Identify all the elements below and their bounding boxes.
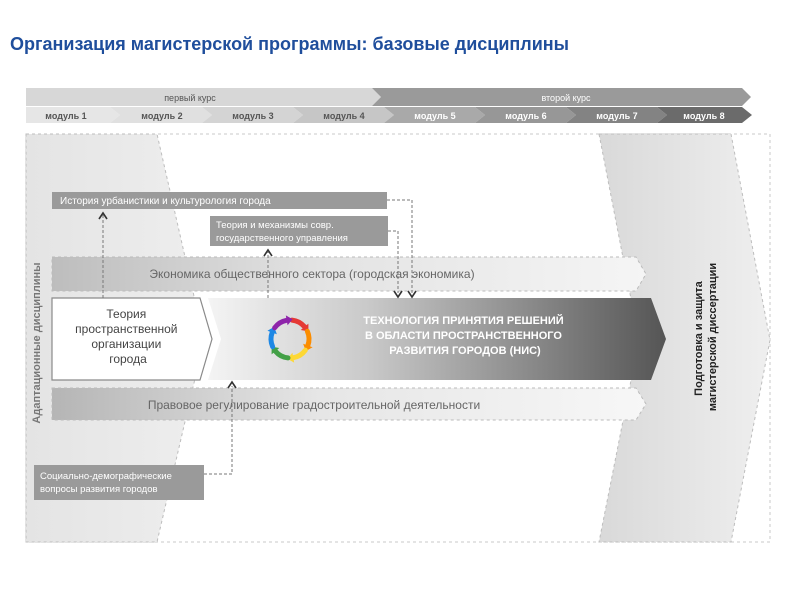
social-box: [34, 465, 204, 500]
cycle-arc: [272, 317, 290, 331]
timeline: первый курс второй курс модуль 1 модуль …: [26, 88, 752, 123]
adaptation-label: Адаптационные дисциплины: [31, 262, 43, 423]
arrowhead-governance-down: [393, 290, 403, 299]
thesis-panel: [598, 133, 771, 543]
module-label-1: модуль 1: [45, 111, 86, 121]
governance-label: Теория и механизмы совр. государственног…: [216, 220, 348, 244]
arrowhead-governance-up: [263, 248, 273, 257]
theory-label-line-4: города: [109, 352, 147, 366]
social-label-line-2: вопросы развития городов: [40, 484, 158, 495]
cycle-arc: [289, 317, 308, 330]
thesis-label-line-2: магистерской диссертации: [707, 263, 719, 411]
connector-history-to-nis: [387, 199, 413, 293]
module-chevron-7: [566, 107, 667, 123]
module-label-2: модуль 2: [141, 111, 182, 121]
module-chevron-1: [26, 107, 120, 123]
connector-governance-to-nis: [388, 230, 399, 293]
legal-label: Правовое регулирование градостроительной…: [148, 398, 480, 412]
theory-label-line-3: организации: [91, 337, 161, 351]
module-chevron-8: [657, 107, 752, 123]
cycle-arrowhead: [287, 352, 295, 363]
module-label-7: модуль 7: [596, 111, 637, 121]
governance-label-line-2: государственного управления: [216, 233, 348, 244]
economics-band: [51, 256, 647, 292]
governance-label-line-1: Теория и механизмы совр.: [216, 220, 334, 231]
module-row: модуль 1 модуль 2 модуль 3 модуль 4 моду…: [26, 107, 752, 123]
module-label-4: модуль 4: [323, 111, 364, 121]
year1-bar: [26, 88, 381, 106]
theory-label-line-2: пространственной: [75, 322, 177, 336]
thesis-label: Подготовка и защита магистерской диссерт…: [693, 263, 719, 411]
module-label-6: модуль 6: [505, 111, 546, 121]
module-chevron-6: [475, 107, 576, 123]
legal-band: [51, 387, 647, 421]
governance-box: [210, 216, 388, 246]
theory-box: [51, 297, 213, 381]
year2-bar: [372, 88, 751, 106]
module-label-8: модуль 8: [683, 111, 724, 121]
nis-arrow: [208, 298, 666, 380]
module-chevron-5: [384, 107, 485, 123]
cycle-arrowhead: [285, 315, 293, 326]
social-label: Социально-демографические вопросы развит…: [40, 471, 175, 495]
theory-label: Теория пространственной организации горо…: [75, 307, 181, 366]
economics-label: Экономика общественного сектора (городск…: [149, 267, 474, 281]
cycle-arc: [290, 347, 308, 361]
module-chevron-3: [202, 107, 303, 123]
module-label-3: модуль 3: [232, 111, 273, 121]
history-box: [52, 192, 387, 209]
nis-label-line-1: ТЕХНОЛОГИЯ ПРИНЯТИЯ РЕШЕНИЙ: [363, 314, 564, 327]
page-title: Организация магистерской программы: базо…: [10, 34, 570, 54]
module-label-5: модуль 5: [414, 111, 455, 121]
cycle-icon: [267, 315, 313, 363]
history-label: История урбанистики и культурология горо…: [60, 195, 271, 207]
cycle-arc: [304, 328, 312, 348]
nis-label: ТЕХНОЛОГИЯ ПРИНЯТИЯ РЕШЕНИЙ В ОБЛАСТИ ПР…: [363, 314, 566, 357]
nis-label-line-3: РАЗВИТИЯ ГОРОДОВ (НИС): [389, 345, 541, 357]
module-chevron-2: [110, 107, 212, 123]
nis-label-line-2: В ОБЛАСТИ ПРОСТРАНСТВЕННОГО: [365, 330, 562, 342]
theory-label-line-1: Теория: [106, 307, 146, 321]
module-chevron-4: [293, 107, 394, 123]
year2-label: второй курс: [541, 93, 591, 103]
arrowhead-history-down: [407, 290, 417, 299]
cycle-arc: [272, 348, 291, 361]
social-label-line-1: Социально-демографические: [40, 471, 172, 482]
arrowhead-social-up: [227, 380, 237, 389]
connectors: [102, 199, 413, 475]
thesis-label-line-1: Подготовка и защита: [693, 280, 705, 395]
year1-label: первый курс: [164, 93, 216, 103]
connector-arrowheads: [98, 211, 417, 389]
connector-social-to-nis: [204, 386, 233, 475]
arrowhead-history-up: [98, 211, 108, 220]
cycle-arc: [268, 330, 276, 350]
